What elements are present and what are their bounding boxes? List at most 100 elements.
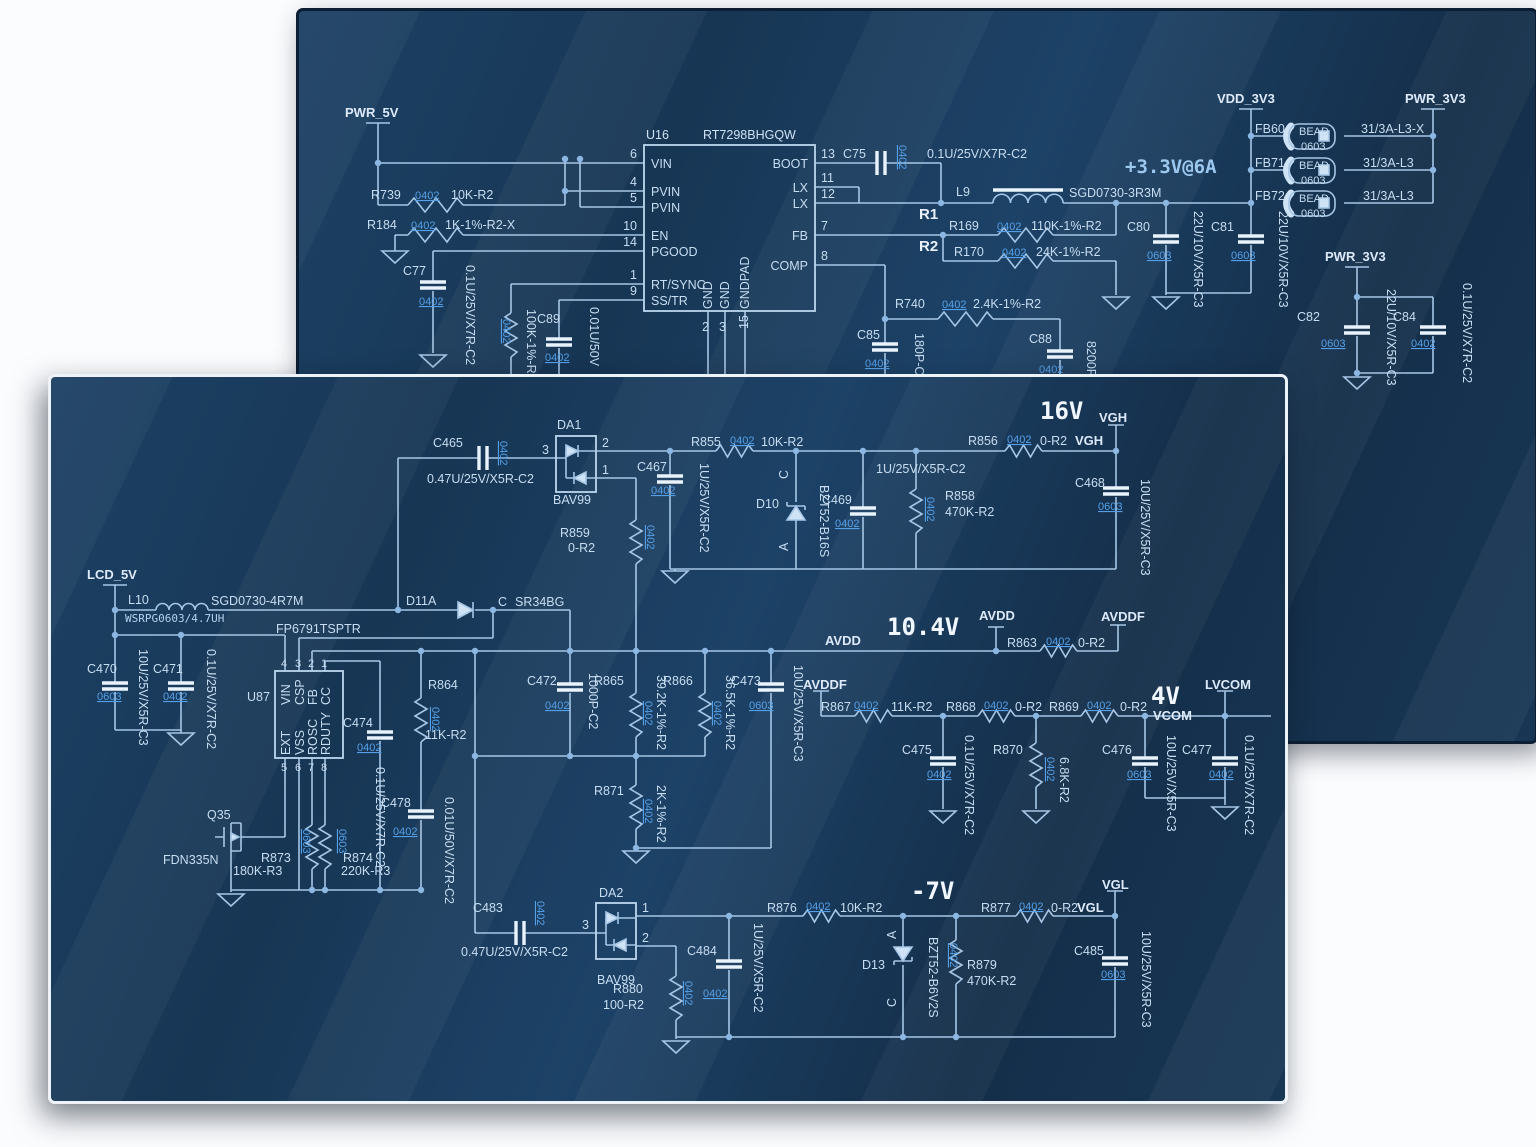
label-0603: 0603: [1301, 175, 1325, 187]
label-2-4k-1-r2: 2.4K-1%-R2: [973, 297, 1041, 311]
label-c471: C471: [153, 662, 183, 676]
label-1: 1: [602, 463, 609, 477]
label-en: EN: [651, 229, 668, 243]
capacitor-c472: [555, 682, 585, 692]
label-220k-r3: 220K-R3: [341, 864, 390, 878]
label-c469: C469: [822, 493, 852, 507]
label-rt-sync: RT/SYNC: [651, 278, 706, 292]
capacitor-c84: [1418, 325, 1448, 335]
label-c473: C473: [731, 674, 761, 688]
label-100k-1-r2: 100K-1%-R2: [524, 309, 538, 381]
label-d11a: D11A: [406, 594, 437, 608]
label-0603: 0603: [749, 700, 773, 712]
label-sgd0730-4r7m: SGD0730-4R7M: [211, 594, 303, 608]
capacitor-c75: [875, 149, 887, 177]
label-c472: C472: [527, 674, 557, 688]
resistor-r870: [1029, 742, 1043, 788]
resistor-r865: [629, 692, 643, 738]
label-c80: C80: [1127, 220, 1150, 234]
label-6-8k-r2: 6.8K-R2: [1057, 757, 1071, 803]
label-0402: 0402: [924, 497, 936, 521]
label-r855: R855: [691, 435, 721, 449]
capacitor-c474: [365, 730, 395, 740]
label-0-1u-25v-x7r-c2: 0.1U/25V/X7R-C2: [927, 147, 1027, 161]
label-c89: C89: [537, 312, 560, 326]
label-c478: C478: [381, 796, 411, 810]
ground-symbol: [662, 1040, 690, 1054]
label-csp: CSP: [293, 679, 307, 705]
label-da1: DA1: [557, 418, 581, 432]
label-bav99: BAV99: [553, 493, 591, 507]
label-vgh: VGH: [1075, 433, 1103, 448]
label-180p-c: 180P-C: [912, 333, 926, 375]
label-pvin: PVIN: [651, 185, 680, 199]
label-0-1u-25v-x7r-c2: 0.1U/25V/X7R-C2: [1460, 283, 1474, 383]
label-0402: 0402: [927, 769, 951, 781]
label-r864: R864: [428, 678, 458, 692]
label-sgd0730-3r3m: SGD0730-3R3M: [1069, 186, 1161, 200]
label-c75: C75: [843, 147, 866, 161]
label-1000p-c2: 1000P-C2: [586, 673, 600, 729]
label-d10: D10: [756, 497, 779, 511]
capacitor-c475: [928, 756, 958, 766]
label-31-3a-l3-x: 31/3A-L3-X: [1361, 122, 1425, 136]
resistor-r880: [669, 975, 683, 1021]
label-c: C: [498, 595, 507, 609]
capacitor-c85: [870, 342, 900, 352]
label-1u-25v-x5r-c2: 1U/25V/X5R-C2: [751, 923, 765, 1013]
label-0603: 0603: [336, 829, 348, 853]
label-0-1u-25v-x7r-c2: 0.1U/25V/X7R-C2: [373, 767, 387, 867]
label-0402: 0402: [1046, 636, 1070, 648]
label-0-1u-25v-x7r-c2: 0.1U/25V/X7R-C2: [463, 265, 477, 365]
label-pgood: PGOOD: [651, 245, 698, 259]
label-0-r2: 0-R2: [1040, 434, 1067, 448]
label-bead: BEAD: [1299, 193, 1329, 205]
label-10k-r2: 10K-R2: [761, 435, 803, 449]
label-10u-25v-x5r-c3: 10U/25V/X5R-C3: [1164, 735, 1178, 832]
label-pwr-3v3: PWR_3V3: [1405, 91, 1466, 106]
label-0603: 0603: [97, 691, 121, 703]
label-r739: R739: [371, 188, 401, 202]
label-0603: 0603: [1127, 769, 1151, 781]
label-9: 9: [630, 284, 637, 298]
label-1: 1: [642, 901, 649, 915]
label-c88: C88: [1029, 332, 1052, 346]
label-avddf: AVDDF: [1101, 609, 1145, 624]
label-a: A: [885, 930, 899, 939]
label-gnd: GND: [701, 281, 715, 309]
label-0603: 0603: [1321, 338, 1345, 350]
label-0402: 0402: [703, 988, 727, 1000]
label-rduty: RDUTY: [319, 711, 333, 755]
label-c468: C468: [1075, 476, 1105, 490]
ground-symbol: [1102, 296, 1130, 310]
label-36-5k-1-r2: 36.5K-1%-R2: [723, 675, 737, 750]
label-c484: C484: [687, 944, 717, 958]
label-r856: R856: [968, 434, 998, 448]
label-r865: R865: [594, 674, 624, 688]
label-0-r2: 0-R2: [1078, 636, 1105, 650]
wires: [366, 108, 1445, 379]
label-470k-r2: 470K-R2: [967, 974, 1016, 988]
label-0402: 0402: [1209, 769, 1233, 781]
resistor-r871: [629, 784, 643, 830]
capacitor-c476: [1130, 756, 1160, 766]
label-11k-r2: 11K-R2: [891, 700, 933, 714]
label-vgh: VGH: [1099, 410, 1127, 425]
resistor-r740: [937, 311, 994, 327]
label-1: 1: [630, 268, 637, 282]
label-0402: 0402: [642, 701, 654, 725]
label-0402: 0402: [419, 296, 443, 308]
label-0-1u-25v-x7r-c2: 0.1U/25V/X7R-C2: [1242, 735, 1256, 835]
label-4: 4: [630, 175, 637, 189]
capacitor-c471: [166, 681, 196, 691]
label-4: 4: [281, 658, 287, 670]
dual-diode-da1: [555, 435, 597, 493]
label-10u-25v-x5r-c3: 10U/25V/X5R-C3: [136, 649, 150, 746]
ground-symbol: [217, 893, 245, 907]
label-0402: 0402: [429, 707, 441, 731]
label-0603: 0603: [1147, 250, 1171, 262]
label-0402: 0402: [984, 700, 1008, 712]
label-470k-r2: 470K-R2: [945, 505, 994, 519]
